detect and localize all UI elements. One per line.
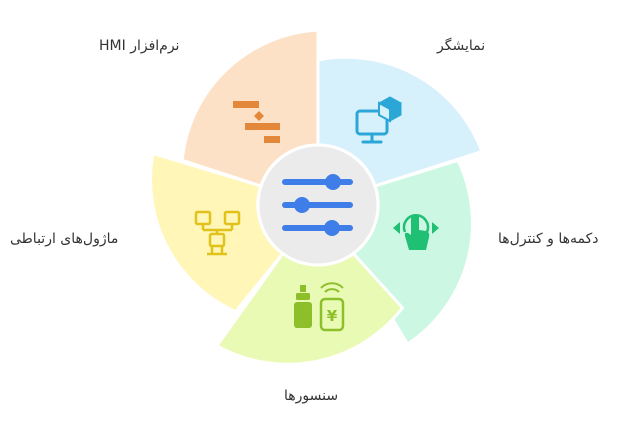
flowchart-icon [233,101,280,143]
svg-text:¥: ¥ [327,307,338,325]
label-buttons-controls: دکمه‌ها و کنترل‌ها [498,231,599,247]
network-module-icon [194,210,241,256]
sliders-icon [282,174,353,236]
label-sensors: سنسورها [284,388,339,404]
touch-button-icon [393,214,439,250]
monitor-cube-icon [355,96,403,144]
label-communication-modules: ماژول‌های ارتباطی [10,231,119,247]
label-display: نمایشگر [437,38,486,54]
sensor-device-icon: ¥ [294,282,345,332]
label-hmi-software: HMI نرم‌افزار [99,38,180,54]
